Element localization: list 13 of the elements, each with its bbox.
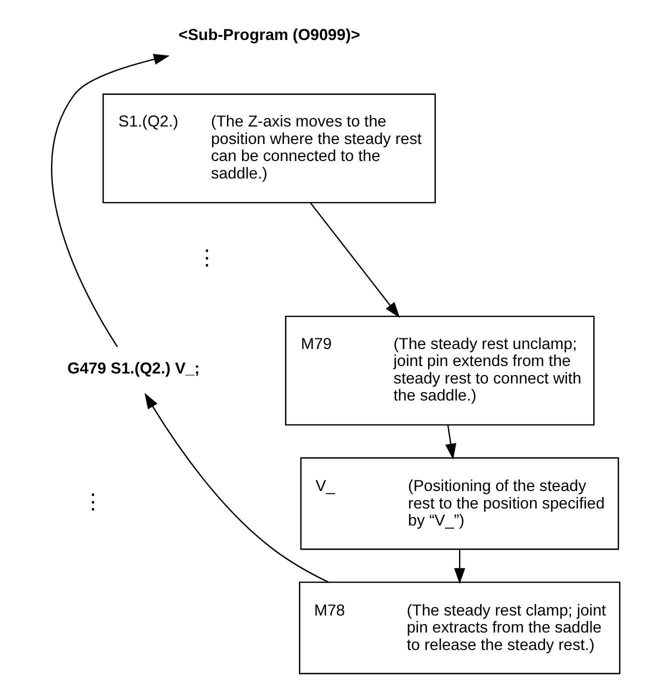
node-text: <Sub-Program (O9099)>	[178, 27, 360, 44]
label: ⋮	[196, 246, 218, 270]
node-box: M78 (The steady rest clamp; joint pin extracts from the saddle to release the steady rest.)	[298, 582, 620, 674]
arrow	[51, 54, 170, 348]
node-box: M79 (The steady rest unclamp; joint pin extends from the steady rest to connect with the saddle.)	[285, 316, 595, 426]
node-box: S1.(Q2.) (The Z-axis moves to the position where the steady rest can be connected to the saddle.)	[102, 94, 436, 204]
node-text: G479 S1.(Q2.) V_;	[67, 360, 200, 378]
node-box: V_ (Positioning of the steady rest to the position specified by “V_”)	[300, 457, 620, 550]
arrow	[454, 550, 466, 584]
arrow	[144, 392, 329, 583]
label: ⋮	[82, 490, 104, 514]
arrow	[445, 424, 456, 460]
arrow	[310, 202, 400, 318]
